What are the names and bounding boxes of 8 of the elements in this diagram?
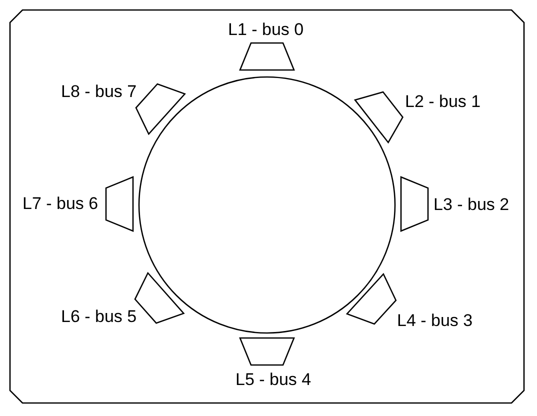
node-label: L3 - bus 2 <box>434 195 510 215</box>
node-label: L8 - bus 7 <box>61 82 137 102</box>
node-label: L2 - bus 1 <box>404 92 481 112</box>
node-label: L4 - bus 3 <box>396 310 473 331</box>
node-label: L1 - bus 0 <box>228 20 304 40</box>
node-label: L7 - bus 6 <box>22 194 98 214</box>
node-label: L5 - bus 4 <box>236 370 312 390</box>
node-label: L6 - bus 5 <box>61 307 137 328</box>
